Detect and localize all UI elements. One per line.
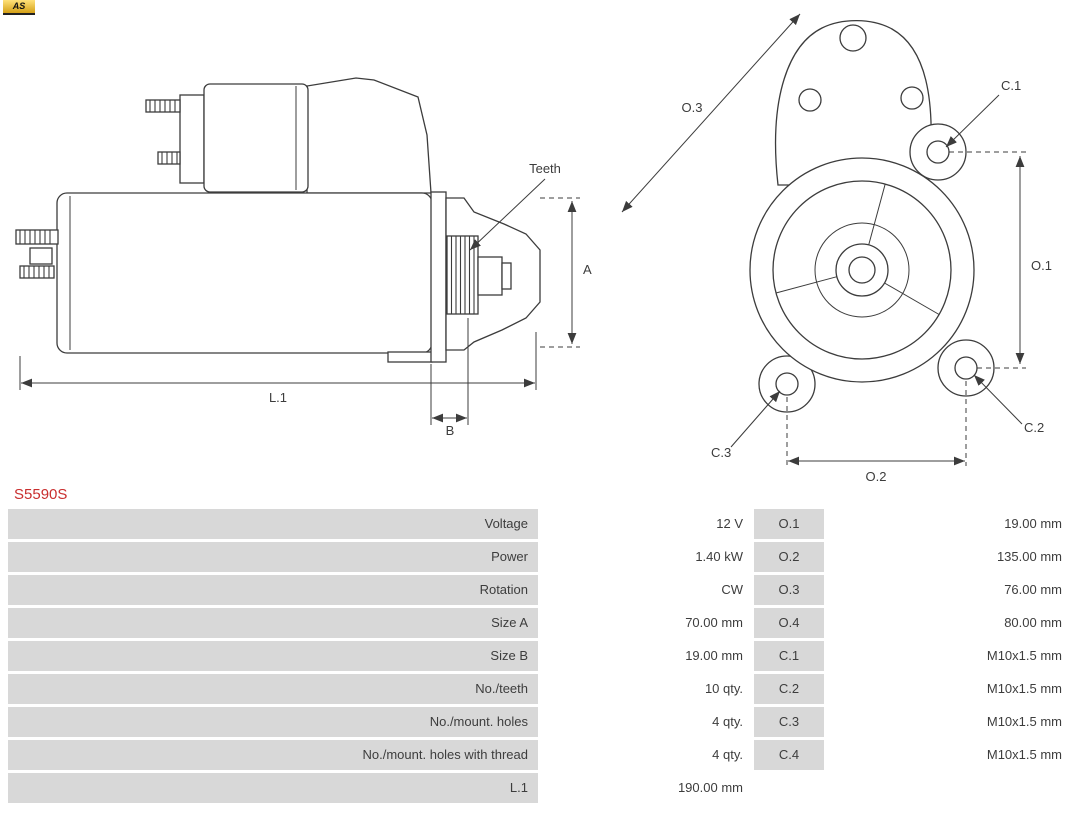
teeth-leader-line	[469, 178, 546, 251]
dim-a-extension-lines	[540, 197, 580, 348]
body-terminal-nut	[29, 247, 53, 265]
starter-side-view	[15, 77, 541, 363]
body-terminal-stud-threads	[19, 230, 51, 244]
dim-value: 76.00 mm	[827, 575, 1070, 605]
spec-value: 4 qty.	[541, 740, 751, 770]
dim-label: C.1	[754, 641, 824, 671]
shaft-bore	[848, 256, 876, 284]
dim-c3-label: C.3	[711, 445, 731, 460]
spec-label: Rotation	[8, 575, 538, 605]
dim-label	[754, 773, 824, 803]
technical-drawing: Teeth A L.1 B	[15, 13, 1052, 484]
dim-l1-label: L.1	[269, 390, 287, 405]
mount-hole-c1	[926, 140, 950, 164]
front-top-bolt-right	[900, 86, 924, 110]
spec-label: L.1	[8, 773, 538, 803]
dim-c3-leader	[730, 390, 781, 448]
spec-table: Voltage 12 V O.1 19.00 mm Power 1.40 kW …	[8, 509, 1070, 803]
starter-front-view	[749, 20, 995, 413]
spec-label: Size B	[8, 641, 538, 671]
spec-value: 10 qty.	[541, 674, 751, 704]
dim-b-label: B	[446, 423, 455, 438]
spec-value: 70.00 mm	[541, 608, 751, 638]
spec-label: Size A	[8, 608, 538, 638]
front-top-hole	[839, 24, 867, 52]
dim-label: O.4	[754, 608, 824, 638]
dim-c2-label: C.2	[1024, 420, 1044, 435]
spec-label: No./teeth	[8, 674, 538, 704]
dim-c2-leader	[973, 374, 1023, 425]
solenoid-terminal-2	[157, 151, 181, 165]
spec-label: No./mount. holes with thread	[8, 740, 538, 770]
spec-value: 1.40 kW	[541, 542, 751, 572]
body-terminal-stud-2-threads	[23, 266, 50, 278]
dim-label: O.1	[754, 509, 824, 539]
mounting-flange-edge	[430, 191, 447, 363]
teeth-label: Teeth	[529, 161, 561, 176]
spec-value: 19.00 mm	[541, 641, 751, 671]
solenoid-terminal-1-threads	[149, 100, 176, 112]
solenoid-body	[203, 83, 309, 193]
dim-value: M10x1.5 mm	[827, 740, 1070, 770]
front-top-bolt-left	[798, 88, 822, 112]
motor-body-foot	[387, 351, 433, 363]
dim-label: O.3	[754, 575, 824, 605]
dim-label: O.2	[754, 542, 824, 572]
dim-o2-label: O.2	[866, 469, 887, 484]
dim-o2-extension-lines	[786, 381, 967, 466]
dim-value: M10x1.5 mm	[827, 674, 1070, 704]
dim-o1-extension-lines	[949, 151, 1026, 369]
dim-o1-label: O.1	[1031, 258, 1052, 273]
dim-l1-extension-lines	[19, 332, 537, 390]
front-view-dimensions: O.3 O.1 O.2 C.1 C.2 C.3	[621, 13, 1052, 484]
pinion-shaft	[477, 256, 503, 296]
brand-logo: AS	[3, 0, 35, 15]
dim-value: M10x1.5 mm	[827, 707, 1070, 737]
dim-c1-leader	[945, 94, 1000, 148]
brand-logo-text: AS	[12, 1, 26, 11]
spec-label: Voltage	[8, 509, 538, 539]
motor-body	[56, 192, 433, 354]
dim-value: M10x1.5 mm	[827, 641, 1070, 671]
spec-value: 12 V	[541, 509, 751, 539]
side-view-dimensions: Teeth A L.1 B	[19, 161, 592, 438]
dim-label: C.4	[754, 740, 824, 770]
part-number: S5590S	[14, 486, 68, 503]
spec-label: Power	[8, 542, 538, 572]
spec-value: CW	[541, 575, 751, 605]
dim-b-extension-lines	[430, 318, 469, 425]
body-terminal-stud	[15, 229, 59, 245]
spec-value: 190.00 mm	[541, 773, 751, 803]
dim-o3-line	[621, 13, 801, 213]
dim-label: C.3	[754, 707, 824, 737]
drive-housing-top	[306, 77, 432, 194]
mount-hole-c3	[775, 372, 799, 396]
mount-hole-c2	[954, 356, 978, 380]
face-mid-circle	[814, 222, 910, 318]
solenoid-terminal-2-threads	[161, 152, 178, 164]
spec-value: 4 qty.	[541, 707, 751, 737]
dim-value: 19.00 mm	[827, 509, 1070, 539]
dim-value	[827, 773, 1070, 803]
solenoid-rear-cap	[179, 94, 205, 184]
dim-o3-label: O.3	[682, 100, 703, 115]
dim-a-label: A	[583, 262, 592, 277]
dim-c1-label: C.1	[1001, 78, 1021, 93]
dim-value: 80.00 mm	[827, 608, 1070, 638]
pinion-shaft-tip	[501, 262, 512, 290]
spec-label: No./mount. holes	[8, 707, 538, 737]
dim-value: 135.00 mm	[827, 542, 1070, 572]
dim-label: C.2	[754, 674, 824, 704]
face-spokes	[775, 183, 940, 315]
pinion-gear-teeth	[450, 236, 475, 314]
